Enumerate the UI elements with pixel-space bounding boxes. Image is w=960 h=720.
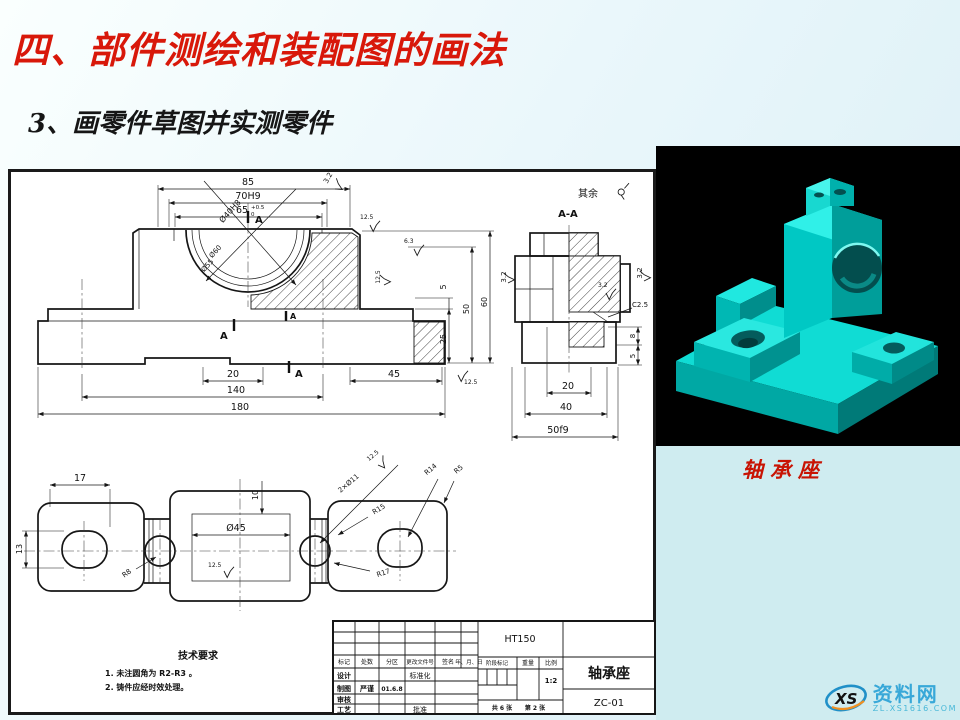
engineering-drawing: Ø40H8 Ø60 Ø55 A A A A 85 70H9: [8, 169, 656, 715]
section-label-a4: A: [295, 369, 303, 380]
dim-60: 60: [480, 297, 489, 307]
section-view: A-A 其余 C2.5 3.2 3.2 3.2: [500, 182, 651, 441]
section-hatch-2: [568, 255, 621, 313]
dim-65-tol-up: +0.5: [251, 205, 265, 211]
model-base-front: [676, 361, 838, 434]
dim-85: 85: [242, 177, 254, 188]
section-hatch-3: [568, 321, 605, 348]
section-dims: 20 40 50f9 8 5: [511, 326, 642, 441]
tb-draft-date: 01.6.8: [381, 686, 402, 693]
dim-5: 5: [439, 284, 448, 289]
model-housing-front: [784, 204, 832, 338]
tb-approve: 批准: [413, 705, 427, 714]
model-caption: 轴承座: [742, 457, 826, 482]
section-label-a3: A: [290, 312, 297, 321]
tb-part-name: 轴承座: [588, 665, 630, 682]
tb-drawing-no: ZC-01: [594, 698, 624, 709]
dim-65-tol-low: 0: [251, 212, 255, 218]
dim-50: 50: [462, 304, 471, 314]
tb-check: 审核: [337, 695, 351, 704]
finish-32-right: 3.2: [636, 267, 644, 278]
tb-h-sign: 签名: [442, 658, 454, 666]
finish-32-left: 3.2: [500, 271, 508, 282]
title-block-middle: HT150 阶段标记 重量 比例 1:2 共 6 张 第 2 张: [478, 634, 563, 712]
tb-draft-name: 严谨: [359, 684, 374, 693]
radius-r8: R8: [121, 567, 133, 579]
front-hatch-right: [250, 232, 359, 310]
watermark-logo-icon: XS: [824, 684, 867, 712]
section-label-a2: A: [220, 331, 228, 342]
finish-125-top-view: 12.5: [208, 562, 222, 569]
section-hatch-1: [568, 232, 599, 257]
tb-process: 工艺: [337, 705, 351, 714]
right-column: 轴承座 XS 资料网 ZL.XS1616.COM: [656, 146, 960, 720]
3d-model: [676, 178, 938, 434]
tb-material: HT150: [504, 634, 535, 645]
slide-title: 四、部件测绘和装配图的画法: [12, 28, 506, 72]
dim-13: 13: [15, 544, 24, 554]
dim-20: 20: [227, 369, 239, 380]
finish-63: 6.3: [404, 238, 414, 245]
radius-r17: R17: [376, 567, 392, 579]
tb-h-count: 处数: [361, 658, 373, 666]
tb-sheets-total: 共 6 张: [492, 704, 513, 712]
dim-dia45: Ø45: [226, 523, 246, 534]
finish-125-mid: 12.5: [375, 270, 382, 284]
tb-design: 设计: [337, 671, 351, 680]
section-label-a1: A: [255, 215, 263, 226]
finish-32-inner: 3.2: [598, 282, 608, 289]
front-bottom-dims: 20 140 180 45: [37, 367, 446, 418]
tech-title: 技术要求: [178, 649, 219, 662]
dim-180: 180: [231, 402, 249, 413]
tb-draft: 制图: [337, 684, 351, 693]
tb-h-zone: 分区: [386, 658, 398, 666]
dim-sec-20: 20: [562, 381, 574, 392]
title-block: 标记 处数 分区 更改文件号 签名 年、月、日 设计 标准化 制图 严谨 01.…: [332, 620, 656, 715]
dim-140: 140: [227, 385, 245, 396]
dim-10: 10: [251, 490, 260, 500]
drawing-svg: Ø40H8 Ø60 Ø55 A A A A 85 70H9: [8, 169, 656, 715]
dim-65: 65: [236, 205, 248, 216]
tb-standard: 标准化: [410, 671, 431, 680]
dim-17: 17: [74, 473, 86, 484]
finish-125-tr: 12.5: [360, 214, 374, 221]
tb-h-docno: 更改文件号: [406, 658, 434, 666]
dim-sec-5: 5: [629, 354, 637, 358]
tb-weight: 重量: [522, 659, 534, 667]
title-block-left-labels: 标记 处数 分区 更改文件号 签名 年、月、日 设计 标准化 制图 严谨 01.…: [337, 658, 483, 714]
tb-h-date: 年、月、日: [455, 658, 483, 666]
dim-sec-40: 40: [560, 402, 572, 413]
top-view: Ø45 12.5 10 17 13 R8 2×Ø11 12.5 R14: [15, 449, 465, 611]
title-block-left-grid: [333, 621, 478, 714]
watermark: XS 资料网 ZL.XS1616.COM: [824, 681, 957, 715]
watermark-site-name: 资料网: [872, 681, 939, 706]
tech-item-2: 2. 铸件应经时效处理。: [105, 682, 188, 692]
front-right-dims: 60 50 25 5 12.5 12.5 6.3 12.5: [360, 214, 494, 386]
3d-render-panel: [656, 146, 960, 446]
watermark-logo-text: XS: [834, 690, 857, 708]
dim-sec-8: 8: [629, 334, 637, 338]
dim-70H9: 70H9: [235, 191, 260, 202]
tb-sheet-no: 第 2 张: [524, 704, 546, 712]
dim-25: 25: [439, 334, 448, 344]
front-top-dims: 85 70H9 65 +0.5 0 3.2: [157, 171, 351, 227]
tb-h-mark: 标记: [338, 658, 350, 666]
section-title: A-A: [558, 209, 578, 220]
tb-stage: 阶段标记: [486, 659, 509, 667]
dim-50f9: 50f9: [547, 425, 568, 436]
slide-subtitle: 3、画零件草图并实测零件: [28, 109, 333, 139]
watermark-url: ZL.XS1616.COM: [872, 703, 957, 713]
tb-scale-value: 1:2: [545, 677, 558, 685]
front-hatch-flange: [413, 321, 445, 364]
title-block-right: 轴承座 ZC-01: [563, 656, 655, 709]
dim-45: 45: [388, 369, 400, 380]
chamfer-c25: C2.5: [632, 301, 648, 309]
tech-item-1: 1. 未注圆角为 R2-R3 。: [105, 668, 197, 678]
rest-finish-label: 其余: [578, 187, 598, 200]
tb-scale-label: 比例: [545, 659, 557, 667]
finish-125-br: 12.5: [464, 379, 478, 386]
tech-requirements: 技术要求 1. 未注圆角为 R2-R3 。 2. 铸件应经时效处理。: [105, 649, 219, 692]
